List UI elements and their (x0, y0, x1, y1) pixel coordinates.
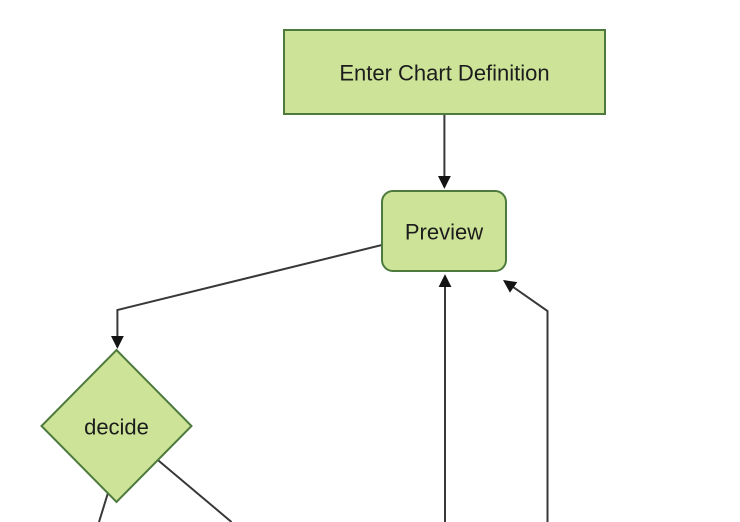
edge-offscreen-to-preview-bottom-right (503, 279, 549, 522)
preview-label: Preview (405, 220, 483, 245)
enter-chart-definition-box (283, 29, 606, 115)
edge-decide-to-offscreen-bottom-left (98, 493, 109, 522)
enter-chart-definition-label: Enter Chart Definition (339, 61, 549, 86)
decide-diamond (40, 348, 193, 504)
edge-preview-to-decide (110, 244, 383, 349)
node-decide: decide (40, 348, 193, 504)
decide-label: decide (84, 415, 149, 440)
preview-box (381, 190, 507, 272)
node-enter-chart-definition: Enter Chart Definition (283, 29, 606, 115)
node-preview: Preview (381, 190, 507, 272)
edge-decide-to-offscreen-bottom-right (157, 459, 233, 522)
